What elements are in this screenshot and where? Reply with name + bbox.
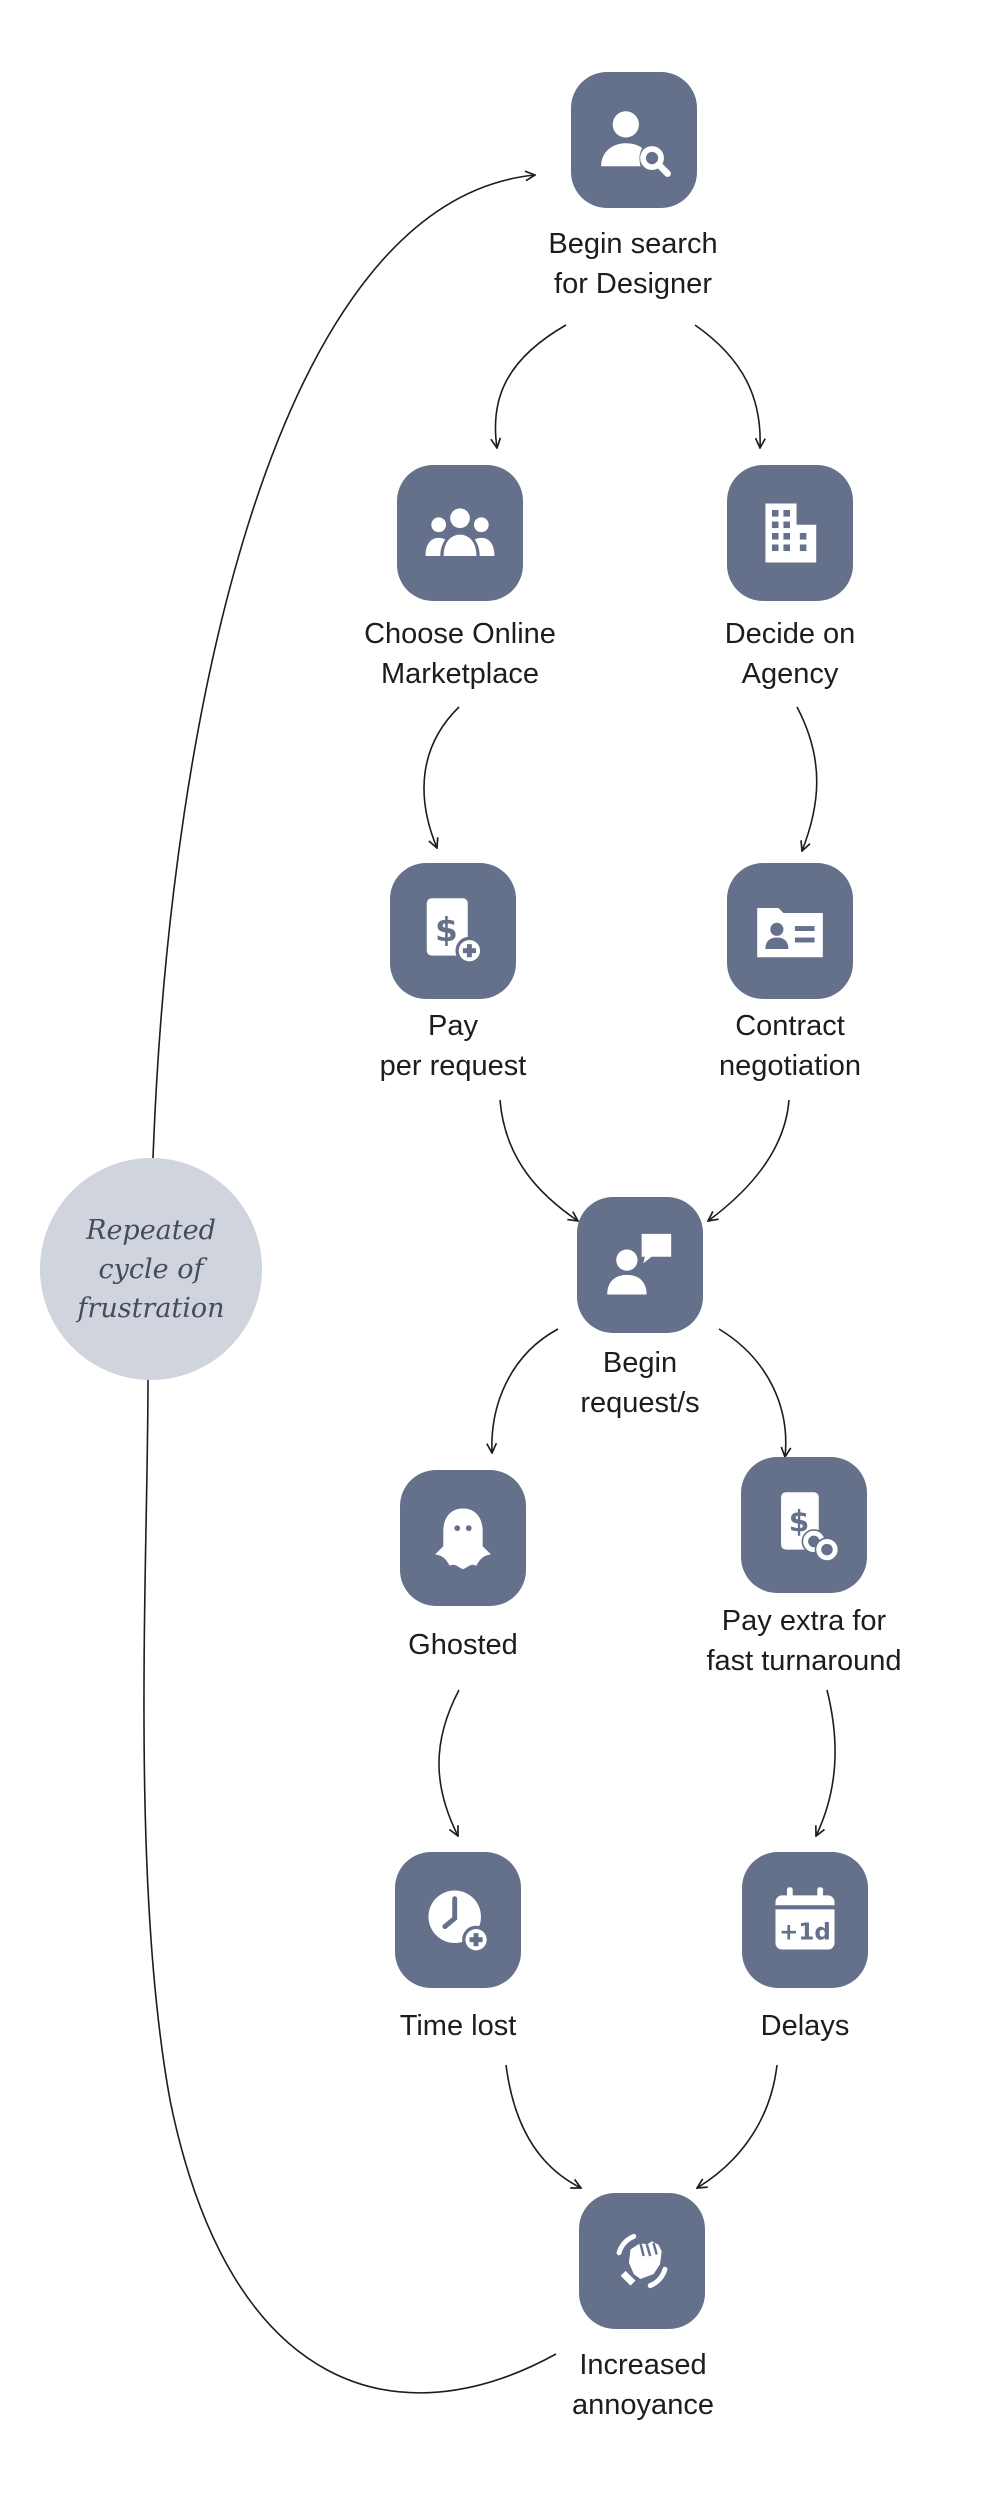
arrow-begin-requests-to-ghosted	[492, 1328, 559, 1453]
arrow-pay-extra-to-delays	[816, 1689, 836, 1836]
svg-text:$: $	[789, 1505, 810, 1539]
arrow-search-to-marketplace	[495, 324, 567, 448]
node-delays-label: Delays	[760, 2010, 850, 2042]
user-search-icon	[601, 111, 671, 177]
arrow-contract-to-begin-requests	[708, 1099, 790, 1221]
node-pay-per-request-label: Pay per request	[379, 1010, 527, 1082]
cycle-badge: Repeated cycle of frustration	[40, 1158, 262, 1380]
node-begin-search	[571, 72, 697, 208]
person-speech-bubble-icon	[607, 1233, 672, 1295]
invoice-dollar-plus-icon: $	[426, 898, 484, 965]
node-increased-annoyance	[579, 2193, 705, 2329]
arrow-time-lost-to-annoyance	[505, 2064, 581, 2188]
node-begin-requests-label: Begin request/s	[580, 1347, 700, 1419]
node-begin-requests	[577, 1197, 703, 1333]
node-ghosted	[400, 1470, 526, 1606]
office-building-icon	[765, 503, 817, 563]
node-time-lost	[395, 1852, 521, 1988]
clenched-fist-icon	[616, 2233, 668, 2289]
svg-text:+1d: +1d	[779, 1920, 831, 1946]
arrow-loop-back-to-search	[143, 175, 557, 2394]
svg-text:$: $	[435, 911, 458, 949]
arrow-agency-to-contract	[796, 706, 818, 851]
node-contract-negotiation-label: Contract negotiation	[719, 1010, 861, 1082]
node-pay-per-request: $	[390, 863, 516, 999]
node-contract-negotiation	[727, 863, 853, 999]
node-delays: +1d	[742, 1852, 868, 1988]
arrow-search-to-agency	[694, 324, 760, 448]
cycle-badge-label: Repeated cycle of frustration	[77, 1214, 225, 1324]
contact-card-icon	[757, 908, 823, 958]
calendar-plus-one-day-icon: +1d	[775, 1887, 835, 1950]
arrow-begin-requests-to-pay-extra	[718, 1328, 786, 1457]
node-online-marketplace	[397, 465, 523, 601]
node-pay-extra: $	[741, 1457, 867, 1593]
node-online-marketplace-label: Choose Online Marketplace	[364, 618, 556, 690]
group-users-icon	[425, 508, 495, 556]
node-pay-extra-label: Pay extra for fast turnaround	[706, 1605, 902, 1677]
arrow-delays-to-annoyance	[697, 2064, 778, 2188]
node-agency-label: Decide on Agency	[724, 618, 856, 690]
arrow-marketplace-to-pay	[423, 706, 460, 848]
node-increased-annoyance-label: Increased annoyance	[572, 2349, 714, 2421]
arrow-ghosted-to-time-lost	[438, 1689, 460, 1836]
ghost-icon	[435, 1508, 491, 1570]
node-ghosted-label: Ghosted	[408, 1629, 518, 1661]
node-begin-search-label: Begin search for Designer	[548, 228, 718, 300]
clock-plus-icon	[428, 1890, 490, 1954]
invoice-dollar-coins-icon: $	[781, 1492, 840, 1562]
arrow-pay-to-begin-requests	[499, 1099, 578, 1221]
node-agency	[727, 465, 853, 601]
node-time-lost-label: Time lost	[399, 2010, 517, 2042]
